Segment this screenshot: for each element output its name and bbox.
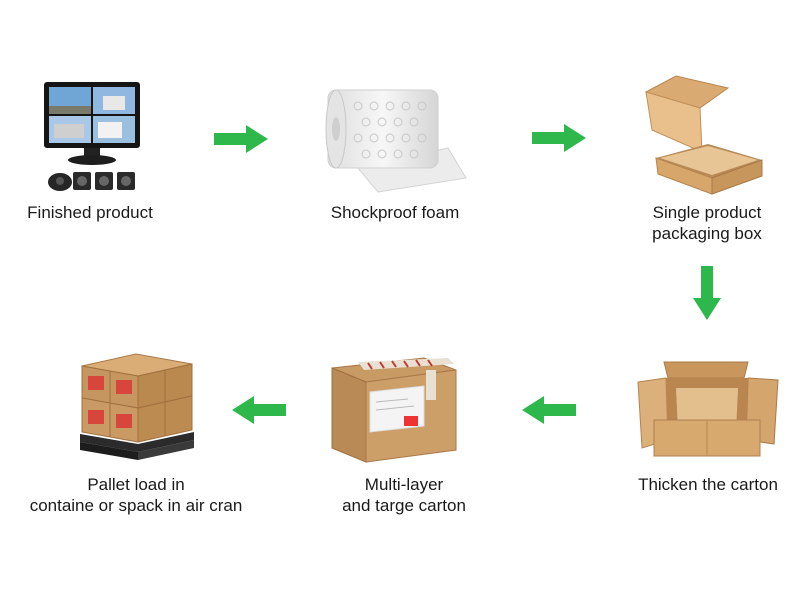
step-label-line: Finished product: [27, 203, 153, 222]
step-label-line: and targe carton: [342, 496, 466, 515]
bubble-wrap-roll-icon: [325, 89, 467, 193]
step-label: Single product packaging box: [627, 202, 787, 244]
step-label-line: Multi-layer: [364, 475, 444, 494]
open-product-box-icon: [644, 75, 763, 195]
step-label: Shockproof foam: [315, 202, 475, 223]
step-label-line: Shockproof foam: [330, 203, 460, 222]
step-label-line: Single product: [652, 203, 762, 222]
step-label-line: packaging box: [652, 224, 762, 243]
pallet-boxes-icon: [80, 353, 194, 460]
right-arrow-icon: [532, 124, 586, 152]
left-arrow-icon: [232, 396, 286, 424]
sealed-carton-icon: [331, 357, 457, 463]
step-label-line: Thicken the carton: [638, 475, 778, 494]
right-arrow-icon: [214, 125, 268, 153]
down-arrow-icon: [693, 266, 721, 320]
step-label: Multi-layer and targe carton: [322, 474, 486, 516]
step-label: Pallet load in containe or spack in air …: [12, 474, 260, 516]
step-label: Finished product: [10, 202, 170, 223]
step-label-line: containe or spack in air cran: [29, 496, 243, 515]
monitor-with-cameras-icon: [44, 82, 140, 191]
left-arrow-icon: [522, 396, 576, 424]
step-label-line: Pallet load in: [87, 475, 185, 494]
open-carton-icon: [637, 361, 779, 457]
step-label: Thicken the carton: [626, 474, 790, 495]
